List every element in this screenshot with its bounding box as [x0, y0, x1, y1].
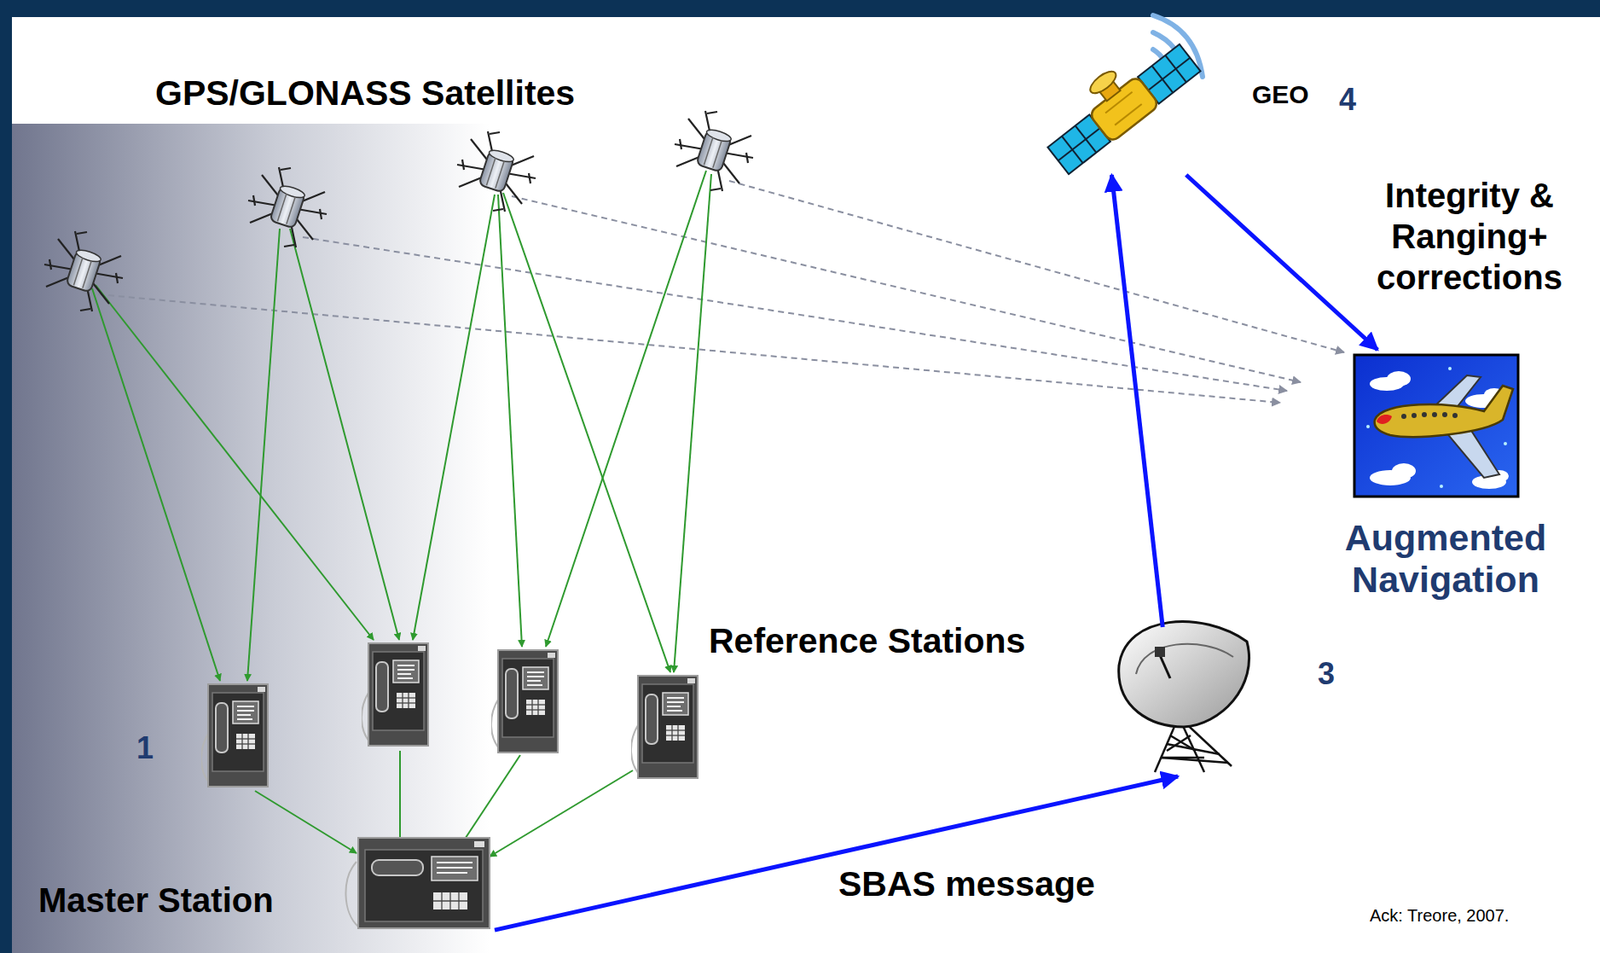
ground-antenna: 3	[1108, 626, 1344, 777]
satellites-label: GPS/GLONASS Satellites	[155, 73, 575, 114]
signal-arrow	[1111, 174, 1163, 627]
geo-satellite: GEO 4	[1042, 34, 1374, 175]
callout-number: 4	[1339, 81, 1357, 117]
edge-label: SBAS message	[838, 863, 1096, 905]
augmented-navigation: Augmented Navigation	[1330, 349, 1566, 619]
node-text: Master Station	[38, 880, 274, 920]
node-text: Augmented Navigation	[1330, 516, 1561, 602]
edge-label: Integrity & Ranging+ corrections	[1357, 174, 1582, 298]
signal-arrow	[494, 776, 1178, 930]
signal-arrow	[1186, 174, 1378, 350]
node-text: GEO	[1252, 80, 1310, 111]
master-station: Master Station	[32, 828, 495, 934]
stations-label: Reference Stations	[708, 620, 1026, 661]
credit-note: Ack: Treore, 2007.	[1369, 905, 1509, 926]
callout-number: 1	[136, 730, 154, 766]
node-text: 3	[1317, 655, 1335, 691]
